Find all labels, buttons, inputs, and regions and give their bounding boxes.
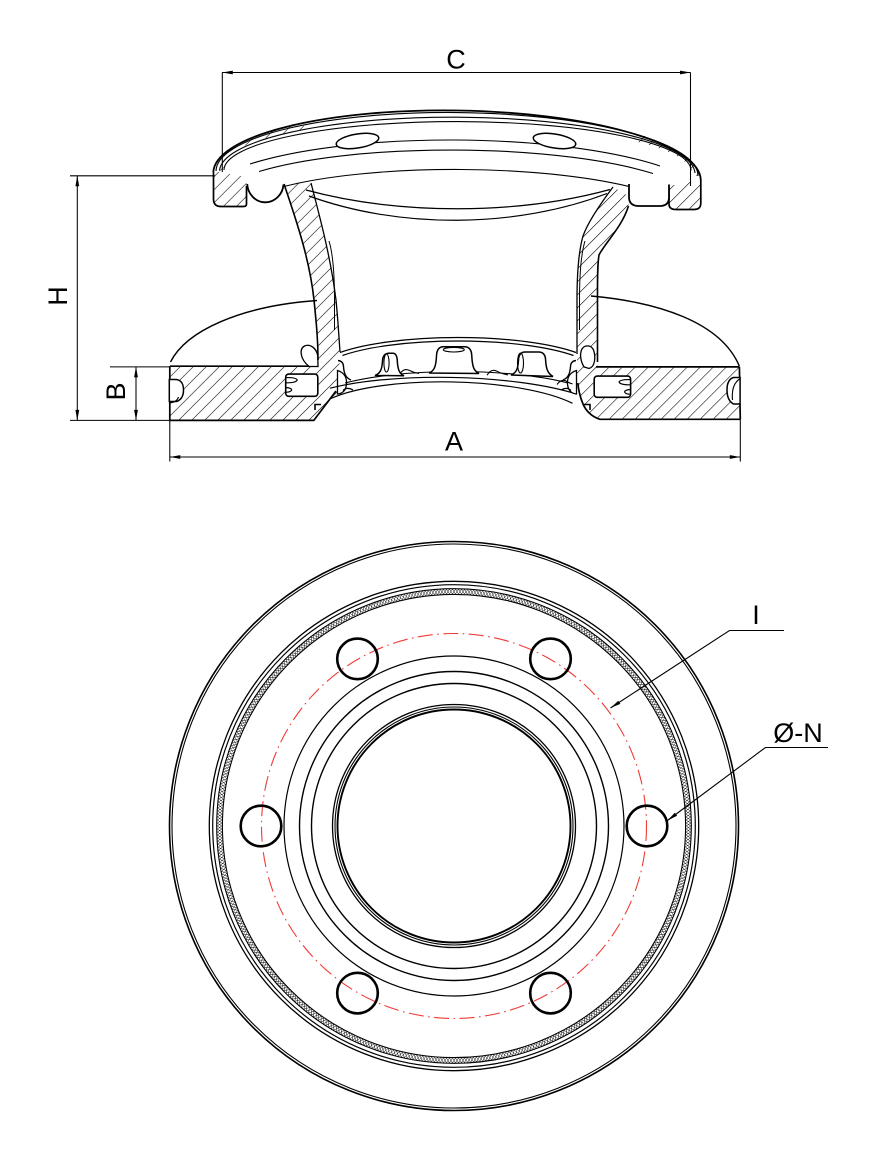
svg-text:B: B xyxy=(101,382,131,400)
svg-text:A: A xyxy=(445,427,463,457)
svg-text:Ø-N: Ø-N xyxy=(773,718,823,748)
svg-text:C: C xyxy=(446,45,466,75)
svg-text:H: H xyxy=(43,286,73,306)
svg-text:I: I xyxy=(752,600,760,630)
